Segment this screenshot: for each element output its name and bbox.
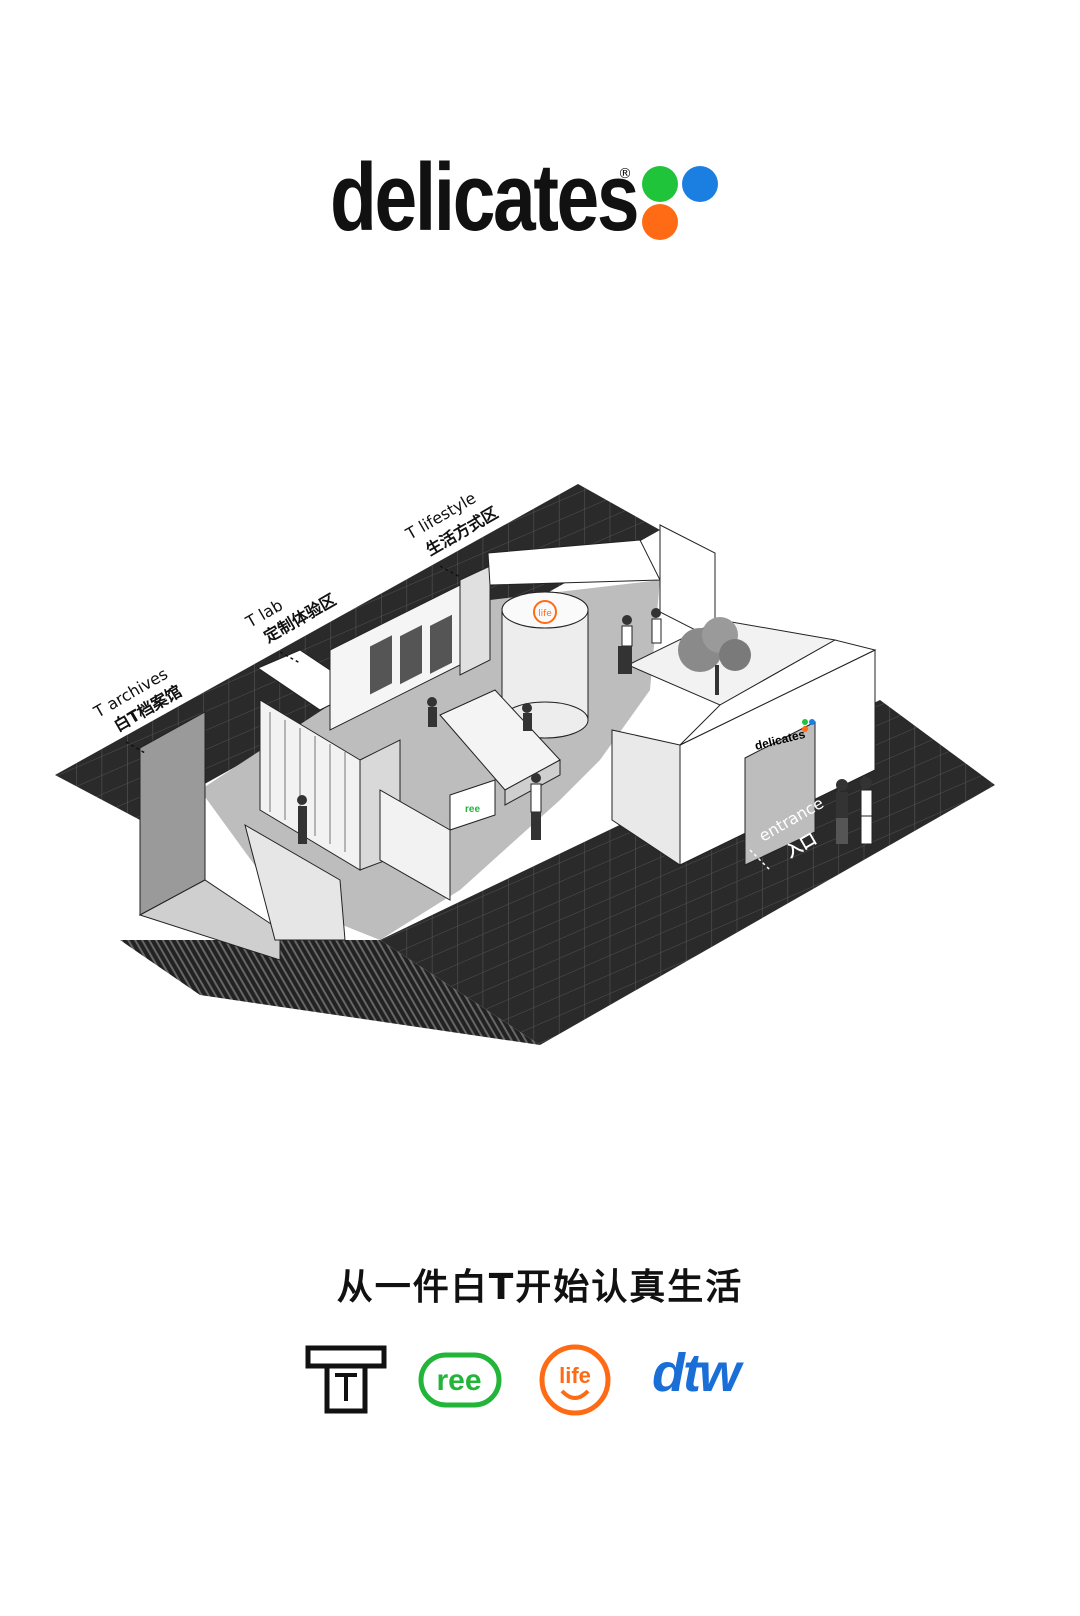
t-box-icon (305, 1345, 387, 1414)
ree-sign-label: ree (465, 804, 480, 815)
person-icon (530, 773, 542, 840)
ree-sign: ree (449, 779, 496, 831)
life-drum: life (501, 591, 589, 739)
entrance-pavilion: delicates (611, 524, 877, 866)
life-logo-text: life (559, 1363, 591, 1388)
back-wall-racks (329, 565, 491, 731)
person-icon (522, 703, 532, 731)
brand-wordmark: delicates (330, 144, 640, 251)
drum-life-label: life (538, 609, 552, 619)
person-icon (860, 777, 873, 845)
ree-icon: ree (418, 1352, 502, 1408)
registered-mark: ® (618, 166, 632, 182)
person-icon (618, 615, 633, 674)
life-icon: life (539, 1344, 611, 1416)
dtw-icon: dtw (652, 1343, 741, 1403)
tree-icon (678, 617, 751, 695)
tagline: 从一件白T开始认真生活 (336, 1267, 744, 1308)
archive-block (138, 711, 346, 961)
person-icon (651, 608, 662, 644)
brand-dot-orange-icon (642, 204, 678, 240)
store-floor-plan: life delicates ree (55, 484, 995, 1045)
brand-dot-green-icon (642, 166, 678, 202)
ree-logo-text: ree (436, 1364, 481, 1397)
people (297, 608, 873, 845)
person-icon (427, 697, 437, 727)
person-icon (836, 779, 848, 844)
person-icon (297, 795, 307, 844)
center-counter (439, 689, 561, 806)
brand-dot-blue-icon (682, 166, 718, 202)
